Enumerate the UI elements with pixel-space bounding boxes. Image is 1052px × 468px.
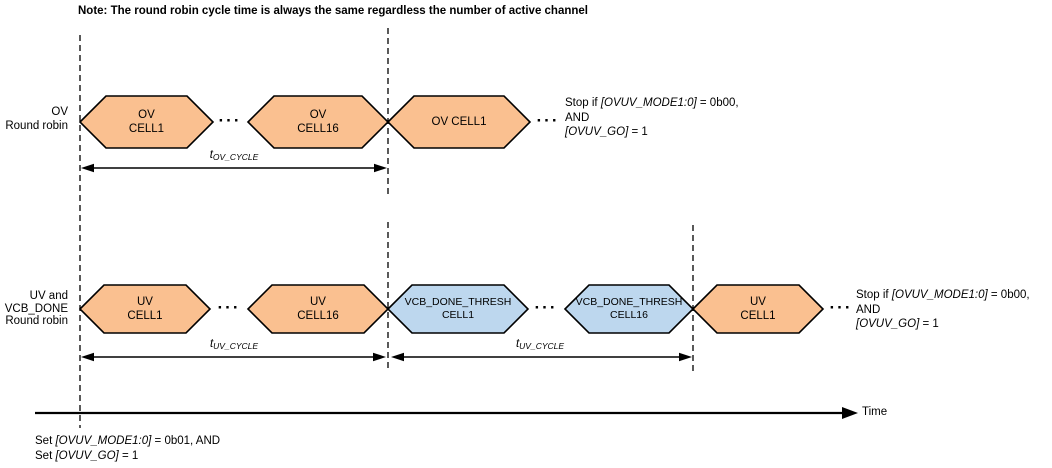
hexagon-ov-cell1-repeat-label: OV CELL1 — [431, 115, 487, 128]
uv-stop-line1-value: = 0b00, — [987, 289, 1030, 301]
uv-stop-line2: AND — [856, 303, 881, 316]
uv-stop-line3-register: [OVUV_GO] — [856, 318, 920, 330]
start-line1-register: [OVUV_MODE1:0] — [55, 435, 152, 447]
ov-stop-line3-register: [OVUV_GO] — [565, 126, 629, 138]
start-line1: Set [OVUV_MODE1:0] = 0b01, AND — [35, 434, 220, 449]
uv-cycle-time-label-1: tUV_CYCLE — [210, 338, 258, 351]
ellipsis-uv-2: ··· — [534, 298, 558, 318]
uv-stop-line1-register: [OVUV_MODE1:0] — [891, 289, 988, 301]
hexagon-ov-cell1-label: OV CELL1 — [128, 108, 165, 135]
ov-cycle-arrow — [81, 163, 387, 173]
start-line2-pre: Set — [35, 450, 56, 462]
uv-stop-condition: Stop if [OVUV_MODE1:0] = 0b00, AND [OVUV… — [856, 288, 1030, 332]
hexagon-ov-cell1-shape — [78, 95, 215, 149]
hexagon-vcb-done-thresh-cell1-label: VCB_DONE_THRESH CELL1 — [404, 295, 512, 321]
ov-stop-line1-pre: Stop if — [565, 97, 601, 109]
hexagon-uv-cell16-label: UV CELL16 — [297, 295, 339, 322]
ov-stop-line3: [OVUV_GO] = 1 — [565, 125, 739, 140]
hexagon-uv-cell1-repeat-label: UV CELL1 — [740, 295, 776, 322]
uv-stop-line1: Stop if [OVUV_MODE1:0] = 0b00, — [856, 288, 1030, 303]
uv-cycle-arrow-1 — [81, 352, 386, 362]
ellipsis-ov-2: ··· — [536, 111, 560, 131]
uv-stop-line3-value: = 1 — [919, 318, 939, 330]
hexagon-ov-cell16-label: OV CELL16 — [297, 108, 339, 135]
hexagon-vcb-done-thresh-cell16-label: VCB_DONE_THRESH CELL16 — [575, 295, 683, 321]
ov-stop-line3-value: = 1 — [628, 126, 648, 138]
ellipsis-uv-3: ··· — [829, 298, 853, 318]
ov-stop-line2: AND — [565, 111, 590, 124]
start-line2: Set [OVUV_GO] = 1 — [35, 449, 220, 464]
ov-stop-line1: Stop if [OVUV_MODE1:0] = 0b00, — [565, 96, 739, 111]
hexagon-ov-cell1-repeat-shape — [386, 95, 532, 149]
start-line2-register: [OVUV_GO] — [55, 450, 119, 462]
uv-stop-line1-pre: Stop if — [856, 289, 892, 301]
uv-round-robin-label: UV and VCB_DONE Round robin — [4, 290, 68, 327]
uv-cycle-time-subscript-2: UV_CYCLE — [519, 341, 565, 351]
uv-cycle-time-subscript-1: UV_CYCLE — [213, 341, 259, 351]
hexagon-uv-cell1-repeat-shape — [691, 284, 825, 334]
ellipsis-uv-1: ··· — [217, 298, 241, 318]
ov-round-robin-label: OV Round robin — [5, 106, 68, 132]
hexagon-uv-cell1-shape — [78, 284, 212, 334]
start-line1-pre: Set — [35, 435, 56, 447]
uv-cycle-time-symbol-1: t — [209, 338, 214, 350]
start-line2-value: = 1 — [118, 450, 139, 462]
start-condition: Set [OVUV_MODE1:0] = 0b01, AND Set [OVUV… — [35, 434, 220, 464]
ov-stop-line1-register: [OVUV_MODE1:0] — [600, 97, 697, 109]
ov-cycle-time-label: tOV_CYCLE — [210, 149, 259, 162]
ov-cycle-time-subscript: OV_CYCLE — [212, 152, 259, 162]
note-text: Note: The round robin cycle time is alwa… — [78, 5, 588, 17]
uv-cycle-time-symbol-2: t — [515, 338, 520, 350]
uv-cycle-arrow-2 — [391, 352, 692, 362]
hexagon-vcb-done-thresh-cell1-shape — [386, 284, 530, 334]
ellipsis-ov-1: ··· — [218, 111, 242, 131]
ov-stop-condition: Stop if [OVUV_MODE1:0] = 0b00, AND [OVUV… — [565, 96, 739, 140]
time-axis-label: Time — [862, 406, 888, 418]
hexagon-uv-cell1-label: UV CELL1 — [127, 295, 163, 322]
ov-stop-line1-value: = 0b00, — [696, 97, 739, 109]
start-line1-value: = 0b01, AND — [151, 435, 221, 447]
uv-cycle-time-label-2: tUV_CYCLE — [516, 338, 564, 351]
time-axis — [35, 407, 858, 419]
uv-stop-line3: [OVUV_GO] = 1 — [856, 317, 1030, 332]
ov-cycle-time-symbol: t — [209, 149, 213, 161]
